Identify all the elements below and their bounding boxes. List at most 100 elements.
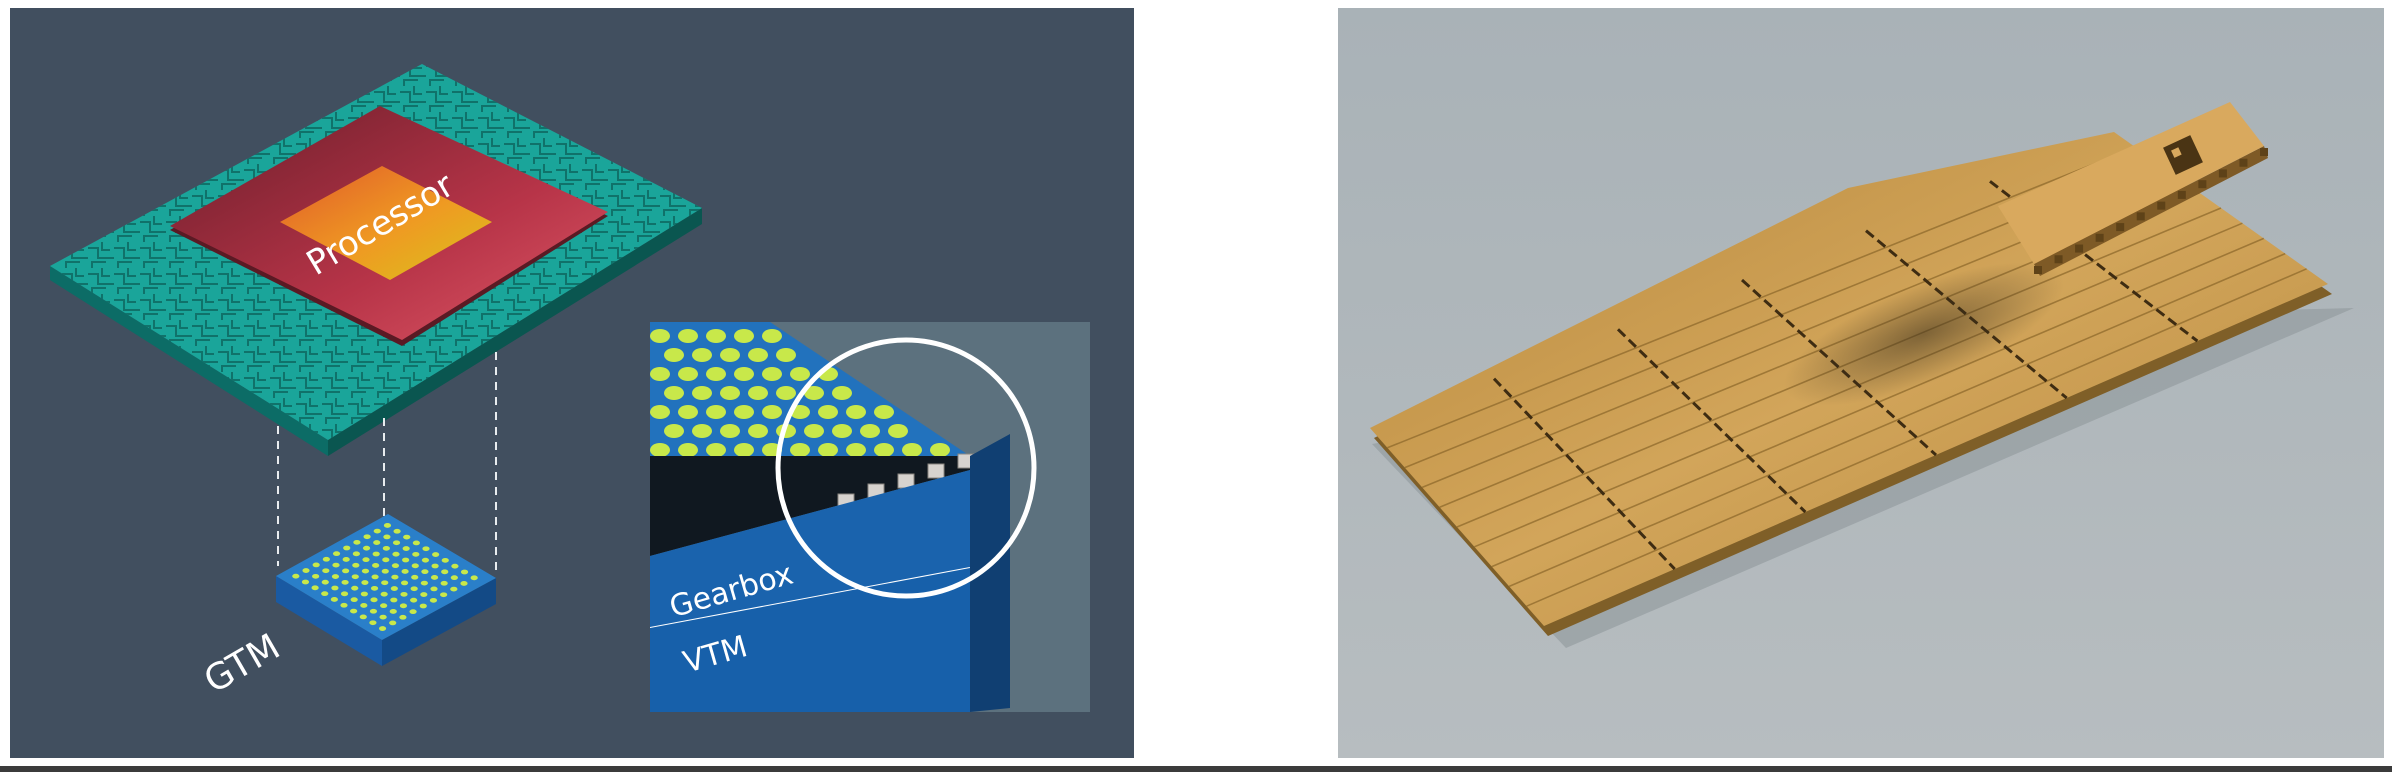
inset-pad	[888, 424, 908, 438]
gtm-pad	[392, 551, 400, 557]
gtm-pad	[342, 557, 350, 562]
gtm-pad	[331, 574, 340, 579]
gtm-pad	[440, 592, 448, 598]
gtm-pad	[372, 563, 380, 568]
board-trace	[1508, 252, 2286, 588]
power-module-diagram: Processor GTM	[10, 8, 1134, 758]
gtm-pad	[381, 568, 389, 574]
gtm-pad	[351, 574, 359, 580]
gtm-pad	[360, 591, 368, 597]
gtm-pad	[401, 569, 409, 574]
gtm-pad	[361, 568, 370, 574]
inset-pad	[678, 405, 698, 419]
board-trace	[1387, 146, 2136, 449]
gtm-pad	[429, 597, 438, 603]
gtm-pad	[451, 563, 459, 569]
gtm-pad	[450, 586, 458, 592]
inset-pad	[706, 405, 726, 419]
gtm-pad	[340, 602, 348, 608]
gtm-pad	[340, 591, 349, 597]
gtm-pad	[322, 568, 330, 574]
inset-pad	[692, 386, 712, 400]
inset-pad	[734, 367, 754, 381]
gtm-pad	[331, 585, 339, 591]
inset-pad	[860, 424, 880, 438]
photo-canvas	[1338, 8, 2384, 758]
inset-pad	[706, 329, 726, 343]
gtm-pad	[400, 591, 408, 597]
gtm-pad	[422, 546, 430, 552]
gtm-pad	[341, 579, 349, 585]
inset-pad	[762, 367, 782, 381]
gtm-pad	[389, 620, 397, 626]
inset-pad	[692, 348, 712, 362]
gtm-pad	[399, 614, 407, 620]
inset-pad	[762, 405, 782, 419]
inset-pad	[874, 405, 894, 419]
gtm-pad	[370, 585, 379, 591]
gtm-pad	[380, 591, 388, 597]
gtm-pad	[391, 563, 400, 569]
gtm-pad	[440, 580, 448, 586]
inset-pad	[734, 329, 754, 343]
gtm-pad	[311, 585, 319, 591]
gtm-pad	[370, 597, 378, 603]
inset-pad	[818, 443, 838, 457]
bottom-rule	[0, 766, 2392, 772]
qr-code	[2163, 135, 2203, 175]
gtm-pad	[421, 557, 430, 563]
gtm-pad	[411, 563, 419, 569]
gtm-pad	[359, 614, 367, 620]
module-pin	[2260, 148, 2268, 156]
magnifier-circle	[775, 337, 1037, 599]
gtm-module	[276, 514, 496, 666]
elevated-module	[1998, 102, 2268, 276]
board-divider	[1989, 180, 2199, 343]
inset-pad	[748, 386, 768, 400]
module-pin	[2239, 158, 2248, 167]
gtm-pad	[450, 575, 458, 581]
gtm-pad	[399, 603, 408, 609]
gtm-pad	[302, 568, 310, 573]
gtm-pad	[312, 573, 320, 579]
gtm-pad	[383, 534, 391, 540]
gtm-pad	[421, 569, 429, 575]
inset-pad	[748, 348, 768, 362]
inset-pad	[790, 443, 810, 457]
gtm-pad	[369, 608, 378, 614]
inset-pad	[650, 405, 670, 419]
inset-pad-array	[650, 329, 950, 457]
inset-pad	[734, 405, 754, 419]
board-divider	[1740, 278, 1938, 457]
gtm-pad	[378, 626, 387, 631]
gtm-pad	[470, 575, 478, 581]
gtm-pad	[321, 591, 329, 597]
inset-pad	[720, 424, 740, 438]
module-pin	[2075, 244, 2084, 253]
gtm-pad	[351, 585, 359, 591]
cross-section-inset	[650, 322, 1090, 712]
gtm-pad	[403, 534, 411, 540]
gtm-pad	[430, 575, 439, 580]
module-pin	[2095, 233, 2104, 242]
gtm-pad	[430, 586, 438, 592]
gtm-pad	[343, 545, 351, 551]
module-pin	[2034, 266, 2042, 274]
module-pin	[2157, 201, 2166, 210]
gtm-pad	[391, 574, 399, 580]
gtm-pad	[379, 614, 387, 620]
inset-pad	[678, 329, 698, 343]
gtm-pad	[411, 574, 419, 580]
inset-pad	[804, 424, 824, 438]
gtm-pad	[419, 603, 427, 609]
gtm-pad	[301, 579, 310, 585]
gtm-pad	[361, 580, 369, 585]
module-pin	[2136, 212, 2145, 221]
inset-pad	[678, 443, 698, 457]
gtm-pad	[441, 569, 449, 575]
gtm-pad	[371, 574, 379, 580]
inset-pad	[804, 386, 824, 400]
gtm-pad	[321, 579, 329, 585]
gtm-pad	[460, 569, 469, 575]
gtm-pad	[372, 551, 380, 557]
